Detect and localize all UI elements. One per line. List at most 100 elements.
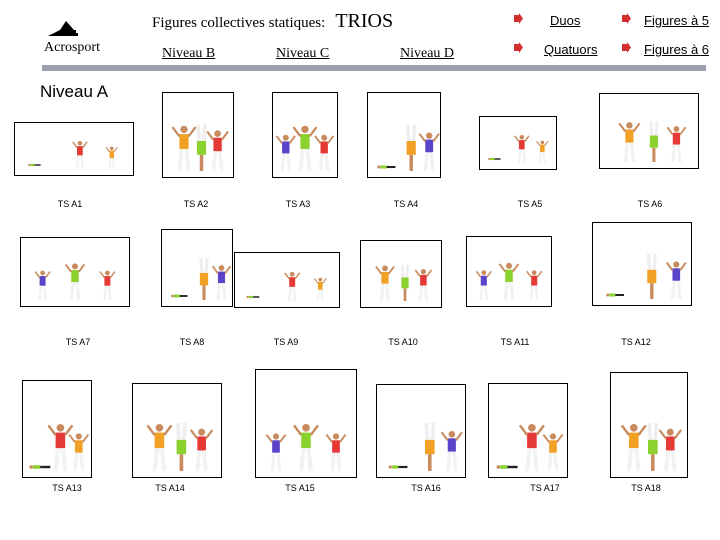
figure-thumbnail[interactable] <box>367 92 441 178</box>
figure-thumbnail[interactable] <box>255 369 357 478</box>
title-emphasis: TRIOS <box>335 10 394 32</box>
figure-caption[interactable]: TS A7 <box>65 337 91 347</box>
figure-caption[interactable]: TS A1 <box>57 199 83 209</box>
gymnast-figure <box>406 124 417 171</box>
figure-caption[interactable]: TS A11 <box>500 337 530 347</box>
arrow-icon <box>514 13 523 24</box>
figure-illustration <box>475 262 543 301</box>
gymnast-figure <box>496 465 518 469</box>
logo-icon <box>48 21 78 36</box>
figure-thumbnail[interactable] <box>22 380 92 478</box>
figure-caption[interactable]: TS A17 <box>530 483 560 493</box>
header-divider <box>42 65 706 71</box>
figure-illustration <box>246 271 327 302</box>
brand-name: Acrosport <box>44 40 100 55</box>
figure-illustration <box>375 264 433 302</box>
figure-caption[interactable]: TS A12 <box>621 337 651 347</box>
figure-illustration <box>275 125 335 172</box>
gymnast-figure <box>375 265 395 302</box>
gymnast-figure <box>400 264 410 301</box>
arrow-icon <box>622 42 631 53</box>
gymnast-figure <box>325 433 347 472</box>
gymnast-figure <box>498 262 520 301</box>
figure-caption[interactable]: TS A3 <box>285 199 311 209</box>
title-text: Figures collectives statiques: <box>152 15 326 31</box>
gymnast-figure <box>176 422 187 471</box>
figure-thumbnail[interactable] <box>592 222 692 306</box>
gymnast-figure <box>105 146 118 170</box>
figure-illustration <box>171 124 229 172</box>
arrow-icon <box>622 13 631 24</box>
figure-thumbnail[interactable] <box>14 122 134 176</box>
gymnast-figure <box>647 422 659 471</box>
figure-caption[interactable]: TS A18 <box>631 483 661 493</box>
gymnast-figure <box>666 126 687 163</box>
gymnast-figure <box>246 295 260 299</box>
page-title: Figures collectives statiques: TRIOS <box>152 10 393 33</box>
gymnast-figure <box>418 132 440 172</box>
duos-link[interactable]: Duos <box>550 13 581 28</box>
figure-illustration <box>265 423 347 472</box>
level-c-link[interactable]: Niveau C <box>276 46 330 61</box>
arrow-icon <box>514 42 523 53</box>
figure-caption[interactable]: TS A14 <box>155 483 185 493</box>
figure-caption[interactable]: TS A16 <box>411 483 441 493</box>
gymnast-figure <box>518 423 545 472</box>
figure-caption[interactable]: TS A15 <box>285 483 315 493</box>
figure-caption[interactable]: TS A10 <box>388 337 418 347</box>
gymnast-figure <box>72 140 88 170</box>
figure-caption[interactable]: TS A9 <box>273 337 299 347</box>
figure-caption[interactable]: TS A6 <box>637 199 663 209</box>
gymnast-figure <box>196 124 207 171</box>
figure-illustration <box>488 134 549 164</box>
gymnast-figure <box>414 268 433 302</box>
figure-illustration <box>146 422 214 472</box>
figure-thumbnail[interactable] <box>466 236 552 307</box>
gymnast-figure <box>292 125 318 172</box>
figure-illustration <box>388 422 463 472</box>
gymnast-figure <box>265 433 287 472</box>
gymnast-figure <box>189 428 214 472</box>
figure-thumbnail[interactable] <box>488 383 568 478</box>
gymnast-figure <box>284 271 301 302</box>
figure-thumbnail[interactable] <box>610 372 688 478</box>
gymnast-figure <box>314 134 335 172</box>
gymnast-figure <box>206 130 229 172</box>
level-b-link[interactable]: Niveau B <box>162 46 216 61</box>
figure-caption[interactable]: TS A2 <box>183 199 209 209</box>
gymnast-figure <box>606 293 624 297</box>
gymnast-figure <box>514 134 530 164</box>
figure-illustration <box>171 258 232 301</box>
gymnast-figure <box>199 258 209 300</box>
gymnast-figure <box>146 423 173 472</box>
figure-thumbnail[interactable] <box>360 240 442 308</box>
figure-thumbnail[interactable] <box>161 229 233 307</box>
level-d-link[interactable]: Niveau D <box>400 46 455 61</box>
figure-caption[interactable]: TS A4 <box>393 199 419 209</box>
gymnast-figure <box>388 465 408 469</box>
figure-thumbnail[interactable] <box>479 116 557 170</box>
gymnast-figure <box>68 433 90 472</box>
gymnast-figure <box>488 157 501 161</box>
figure-thumbnail[interactable] <box>376 384 466 478</box>
gymnast-figure <box>440 431 463 472</box>
figure-thumbnail[interactable] <box>132 383 222 478</box>
gymnast-figure <box>275 134 296 172</box>
figure-caption[interactable]: TS A5 <box>517 199 543 209</box>
gymnast-figure <box>536 140 549 164</box>
figures6-link[interactable]: Figures à 6 <box>644 42 710 57</box>
figure-thumbnail[interactable] <box>234 252 340 308</box>
figure-illustration <box>29 423 90 472</box>
gymnast-figure <box>658 428 682 472</box>
figure-thumbnail[interactable] <box>599 93 699 169</box>
gymnast-figure <box>646 253 657 299</box>
figure-caption[interactable]: TS A13 <box>52 483 82 493</box>
quatuors-link[interactable]: Quatuors <box>544 42 598 57</box>
figure-thumbnail[interactable] <box>162 92 234 178</box>
figure-illustration <box>496 423 564 472</box>
figure-thumbnail[interactable] <box>272 92 338 178</box>
figure-caption[interactable]: TS A8 <box>179 337 205 347</box>
figures5-link[interactable]: Figures à 5 <box>644 13 710 28</box>
gymnast-figure <box>665 261 687 300</box>
figure-thumbnail[interactable] <box>20 237 130 307</box>
